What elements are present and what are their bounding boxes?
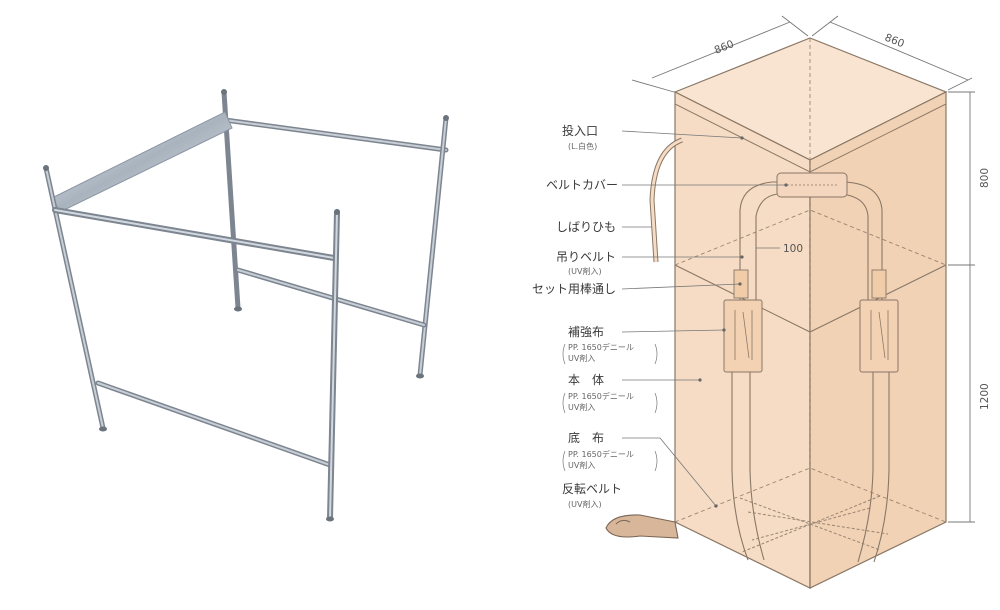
dim-width-right: 860 [883,32,906,51]
label-lift-belt-sub: (UV剤入) [568,266,602,276]
label-inlet-sub: (L.白色) [568,141,597,151]
dim-height-bottom: 1200 [979,383,991,410]
dim-width-left: 860 [713,38,736,57]
label-body: 本 体 [568,373,604,387]
label-bottom: 底 布 [568,430,604,445]
label-flip-belt: 反転ベルト [562,482,622,496]
label-reinforce-sub2: UV剤入 [568,353,595,363]
dim-belt-width: 100 [783,243,803,255]
label-reinforce: 補強布 [568,325,604,339]
label-lift-belt: 吊りベルト [556,250,616,264]
dim-height-top: 800 [979,168,991,188]
label-belt-cover: ベルトカバー [546,178,618,192]
label-tie: しばりひも [556,220,616,234]
flip-belt [605,514,679,539]
label-set-rod: セット用棒通し [532,282,616,296]
label-flip-belt-sub: (UV剤入) [568,499,602,509]
label-bottom-sub1: PP. 1650デニール [568,449,634,459]
label-bottom-sub2: UV剤入 [568,460,595,470]
label-body-sub2: UV剤入 [568,402,595,412]
reinforcement-patch-left [723,299,763,373]
label-body-sub1: PP. 1650デニール [568,391,634,401]
set-rod-loop-right [871,269,887,299]
frame-stand-illustration [43,89,449,522]
label-inlet: 投入口 [562,123,598,138]
label-reinforce-sub1: PP. 1650デニール [568,342,634,352]
reinforcement-patch-right [859,299,899,373]
